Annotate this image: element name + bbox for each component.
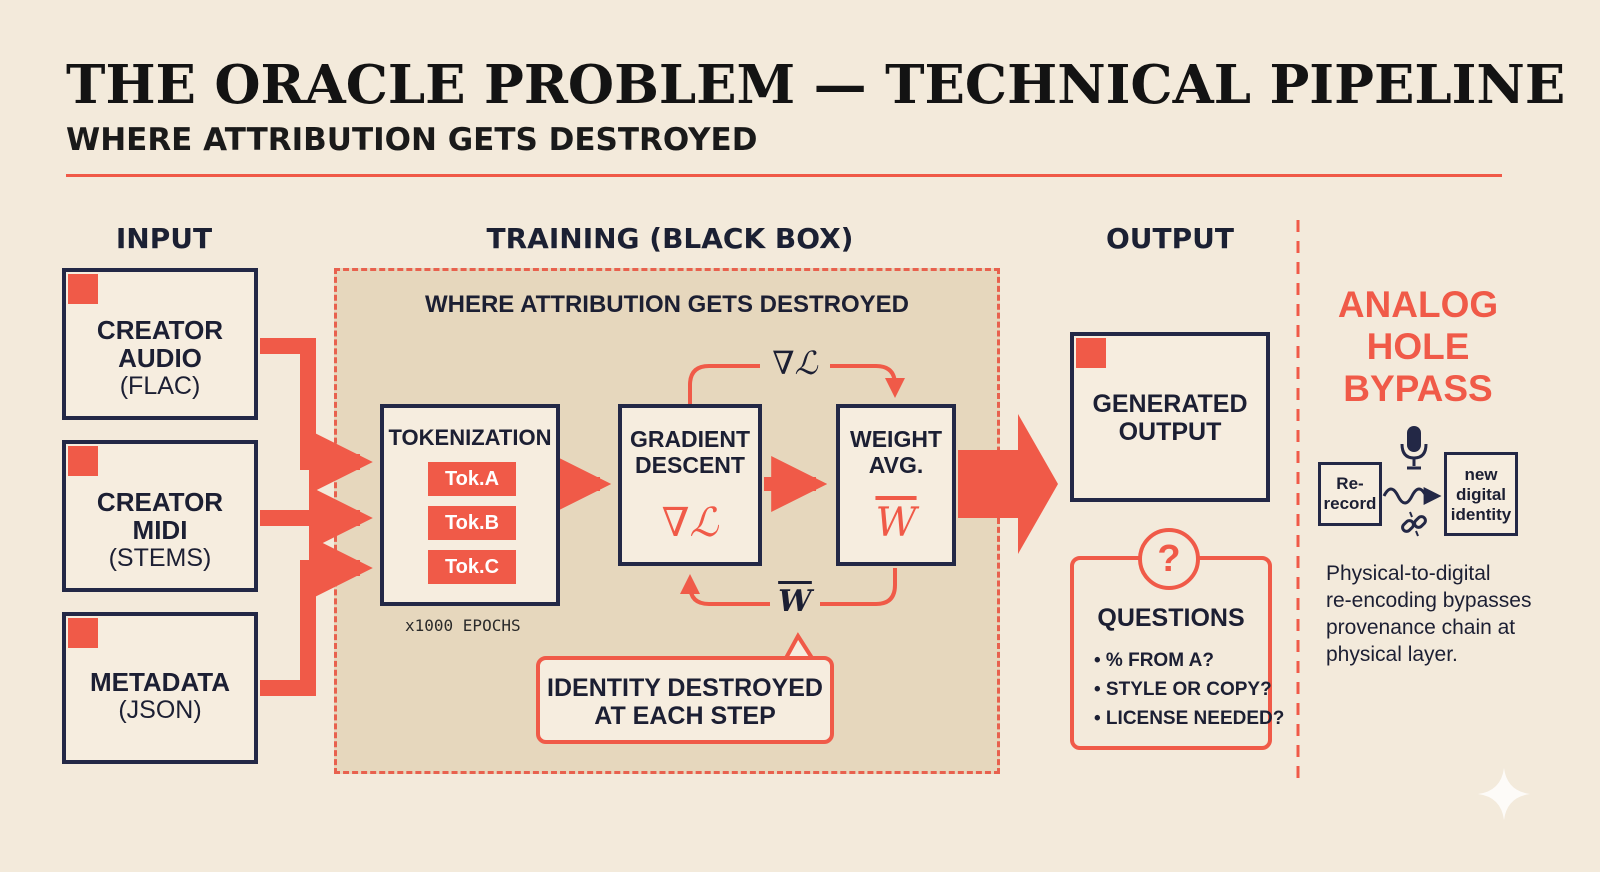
new-identity-box: new digital identity	[1444, 452, 1518, 536]
column-header-output: OUTPUT	[1106, 222, 1234, 255]
analog-desc-line4: physical layer.	[1326, 643, 1458, 666]
column-header-training: TRAINING (BLACK BOX)	[486, 222, 854, 255]
broken-link-icon	[1401, 511, 1427, 537]
output-line2: OUTPUT	[1118, 418, 1222, 446]
rerecord-line1: Re-	[1336, 474, 1364, 493]
token-a: Tok.A	[428, 462, 516, 496]
input-audio-line2: AUDIO	[118, 343, 202, 373]
wave-arrow	[1382, 487, 1442, 505]
analog-desc-line3: provenance chain at	[1326, 616, 1516, 639]
question-mark-icon: ?	[1138, 528, 1200, 590]
analog-title-line1: ANALOG	[1337, 284, 1499, 325]
loop-top-label: ∇ℒ	[760, 344, 830, 382]
identity-line2: AT EACH STEP	[594, 702, 776, 730]
question-item: • % FROM A?	[1094, 650, 1214, 671]
new-identity-line1: new	[1464, 465, 1498, 484]
new-identity-line2: digital	[1455, 485, 1507, 504]
token-c: Tok.C	[428, 550, 516, 584]
input-audio-line1: CREATOR	[96, 315, 224, 345]
input-creator-audio: CREATOR AUDIO (FLAC)	[62, 268, 258, 420]
analog-title-line3: BYPASS	[1343, 368, 1493, 409]
weight-line1: WEIGHT	[850, 426, 942, 452]
new-identity-line3: identity	[1450, 505, 1512, 524]
output-line1: GENERATED	[1092, 390, 1248, 418]
question-item: • STYLE OR COPY?	[1094, 679, 1272, 700]
training-note: WHERE ATTRIBUTION GETS DESTROYED	[424, 291, 909, 318]
page-title: THE ORACLE PROBLEM — TECHNICAL PIPELINE	[66, 54, 1566, 116]
input-audio-format: (FLAC)	[119, 372, 201, 400]
analog-desc-line1: Physical-to-digital	[1326, 562, 1491, 585]
question-item: • LICENSE NEEDED?	[1094, 708, 1285, 729]
input-midi-format: (STEMS)	[108, 544, 212, 572]
input-midi-line1: CREATOR	[96, 487, 224, 517]
arrow-metadata-to-tokenization	[260, 536, 373, 696]
analog-desc-line2: re-encoding bypasses	[1326, 589, 1532, 612]
epochs-label: x1000 EPOCHS	[405, 616, 521, 635]
weight-average-box: WEIGHT AVG. W	[836, 404, 956, 566]
input-metadata: METADATA (JSON)	[62, 612, 258, 764]
input-metadata-format: (JSON)	[118, 696, 202, 724]
generated-output-box: GENERATED OUTPUT	[1070, 332, 1270, 502]
rerecord-box: Re- record	[1318, 462, 1382, 526]
corner-marker	[68, 274, 98, 304]
page-subtitle: WHERE ATTRIBUTION GETS DESTROYED	[66, 122, 758, 158]
analog-title-line2: HOLE	[1366, 326, 1470, 367]
identity-destroyed-callout: IDENTITY DESTROYED AT EACH STEP	[536, 656, 834, 744]
identity-bubble-pointer	[784, 632, 814, 660]
input-midi-line2: MIDI	[132, 515, 188, 545]
column-header-input: INPUT	[115, 222, 213, 255]
weight-line2: AVG.	[868, 452, 924, 478]
token-b: Tok.B	[428, 506, 516, 540]
corner-marker	[68, 618, 98, 648]
input-creator-midi: CREATOR MIDI (STEMS)	[62, 440, 258, 592]
arrow-to-output	[958, 414, 1058, 554]
corner-marker	[1076, 338, 1106, 368]
gradient-descent-box: GRADIENT DESCENT ∇ℒ	[618, 404, 762, 566]
gradient-line1: GRADIENT	[629, 426, 751, 452]
sparkle-icon	[1478, 768, 1530, 820]
analog-title: ANALOG HOLE BYPASS	[1318, 284, 1518, 410]
questions-title: QUESTIONS	[1097, 604, 1245, 632]
arrow-audio-to-tokenization	[260, 338, 373, 494]
tokenization-label: TOKENIZATION	[388, 425, 552, 450]
weight-symbol: W	[875, 500, 917, 546]
rerecord-line2: record	[1323, 494, 1377, 513]
input-metadata-line1: METADATA	[89, 667, 231, 697]
tokenization-box: TOKENIZATION Tok.A Tok.B Tok.C	[380, 404, 560, 606]
microphone-icon	[1400, 426, 1428, 470]
identity-line1: IDENTITY DESTROYED	[547, 674, 823, 702]
corner-marker	[68, 446, 98, 476]
gradient-line2: DESCENT	[635, 452, 745, 478]
loop-bottom-label: W	[770, 584, 820, 619]
gradient-symbol: ∇ℒ	[661, 500, 719, 546]
header-divider	[66, 174, 1502, 177]
analog-description: Physical-to-digital re-encoding bypasses…	[1326, 560, 1546, 668]
